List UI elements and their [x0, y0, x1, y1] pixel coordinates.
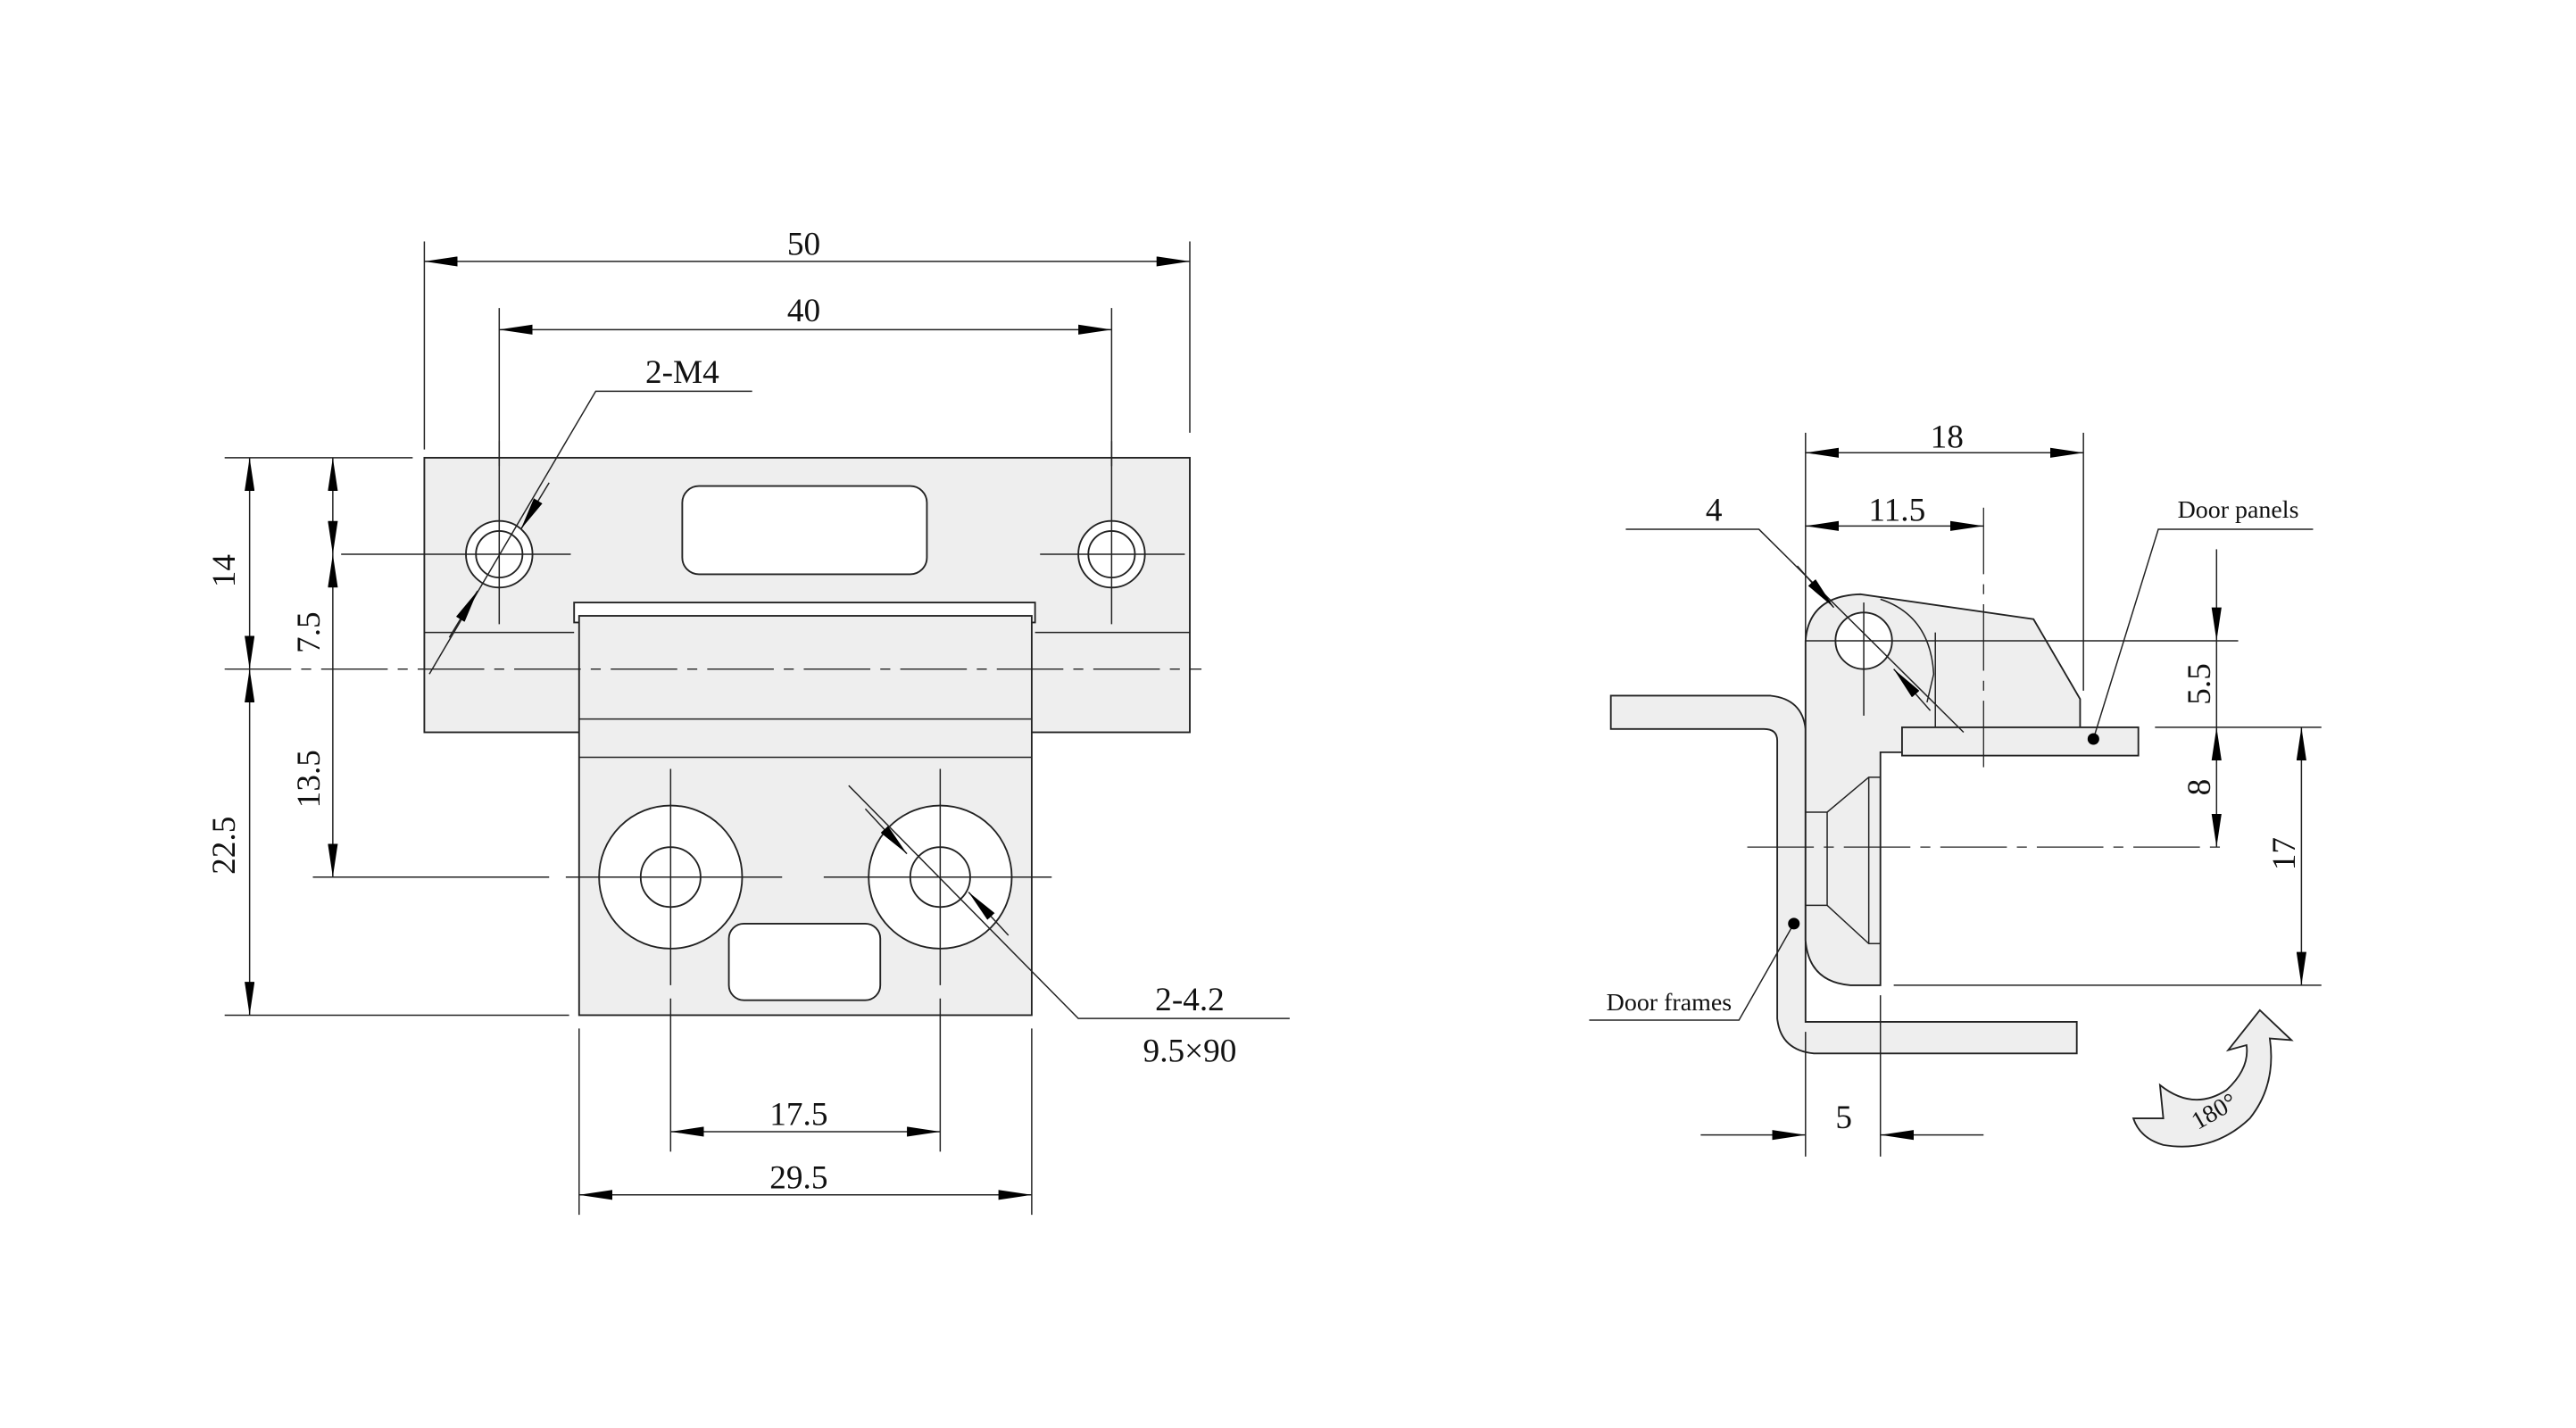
dim-4: 4: [1706, 493, 1723, 529]
callout-2-4-2: 2-4.2: [1155, 982, 1225, 1018]
door-frame: [1609, 694, 2078, 1055]
dim-7-5: 7.5: [291, 611, 328, 653]
callout-2-m4: 2-M4: [645, 354, 719, 391]
front-view: 50 40 14 22.5 7.5 13.5 17.5 29.5 2-M4 2-…: [206, 226, 1290, 1216]
door-panel: [1901, 726, 2140, 757]
bottom-hole-left: [565, 768, 783, 985]
dim-18: 18: [1931, 419, 1964, 456]
label-door-frames: Door frames: [1607, 989, 1732, 1017]
rotation-arrow-icon: 180°: [2131, 1009, 2294, 1148]
dim-40: 40: [787, 293, 820, 329]
countersink: [1805, 776, 1882, 945]
dim-13-5: 13.5: [291, 750, 328, 808]
dim-5: 5: [1835, 1100, 1852, 1136]
label-door-panels: Door panels: [2178, 496, 2299, 524]
dim-17: 17: [2266, 837, 2303, 870]
door-frame-marker: [1788, 917, 1800, 930]
dim-22-5: 22.5: [206, 817, 243, 875]
callout-9-5x90: 9.5×90: [1143, 1034, 1237, 1070]
dim-14: 14: [206, 554, 243, 588]
dim-29-5: 29.5: [769, 1159, 827, 1196]
bottom-slot: [727, 922, 882, 1001]
top-slot: [681, 485, 928, 576]
side-view: 18 11.5 4 5.5 8 17 5 Door panels Door fr…: [1589, 419, 2322, 1157]
dim-50: 50: [787, 226, 820, 262]
dim-11-5: 11.5: [1868, 493, 1925, 529]
top-hole-right: [1040, 441, 1185, 625]
dim-17-5: 17.5: [769, 1096, 827, 1133]
dim-5-5: 5.5: [2181, 663, 2218, 705]
dim-8: 8: [2181, 779, 2218, 796]
door-panel-marker: [2087, 733, 2099, 745]
